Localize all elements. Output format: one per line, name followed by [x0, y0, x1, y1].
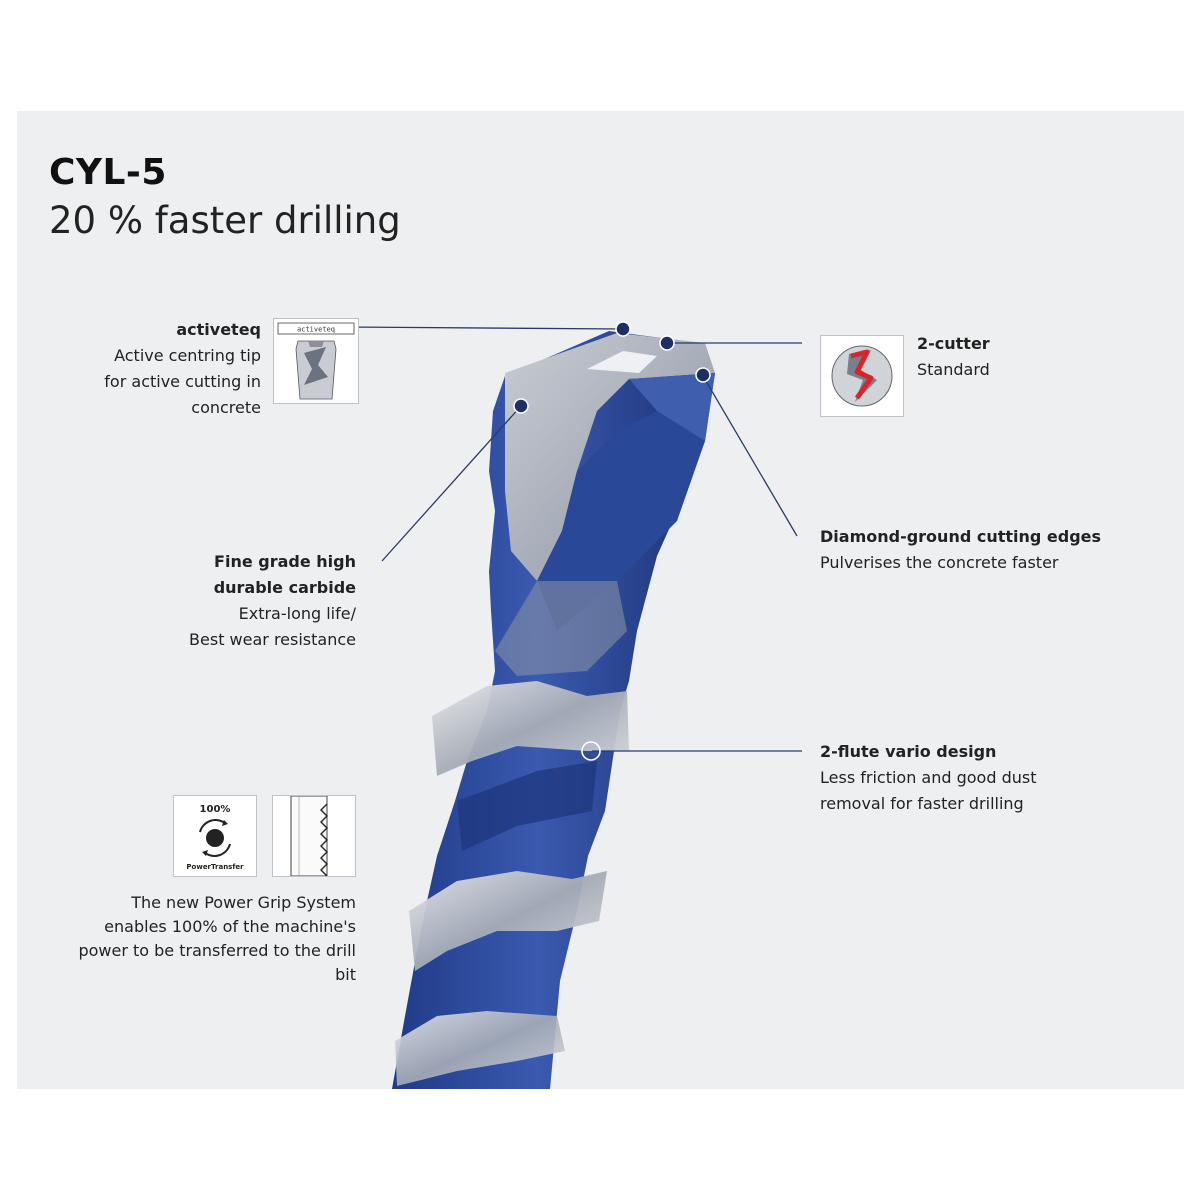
diamond-callout-line — [702, 375, 798, 537]
diamond-text: Diamond-ground cutting edges Pulverises … — [820, 524, 1101, 576]
svg-text:PowerTransfer: PowerTransfer — [186, 863, 244, 871]
2-cutter-icon — [820, 335, 904, 417]
svg-text:100%: 100% — [200, 804, 231, 815]
flute-callout-dot — [581, 741, 601, 761]
diamond-title: Diamond-ground cutting edges — [820, 527, 1102, 546]
diamond-callout-dot — [695, 367, 711, 383]
activeteq-callout-dot — [615, 321, 631, 337]
product-panel: CYL-5 20 % faster drilling activeteq Act… — [17, 111, 1184, 1089]
carbide-callout-dot — [513, 398, 529, 414]
power-grip-text: The new Power Grip System enables 100% o… — [78, 893, 356, 984]
grip-shank-icon — [272, 795, 356, 877]
activeteq-callout-line — [341, 326, 624, 330]
cutter-text: 2-cutter Standard — [917, 331, 990, 383]
carbide-callout-line — [381, 405, 522, 562]
cutter-callout-dot — [659, 335, 675, 351]
drill-bit-illustration — [341, 321, 802, 1089]
activeteq-tip-icon: activeteq — [273, 318, 359, 404]
activeteq-title: activeteq — [176, 320, 261, 339]
svg-text:activeteq: activeteq — [297, 326, 335, 334]
flute-spiral — [432, 681, 629, 776]
activeteq-text: activeteq Active centring tip for active… — [104, 317, 261, 421]
flute-title: 2-flute vario design — [820, 742, 997, 761]
product-subtitle: 20 % faster drilling — [49, 199, 401, 242]
carbide-head — [505, 333, 715, 581]
flute-text: 2-flute vario design Less friction and g… — [820, 739, 1037, 817]
cutter-title: 2-cutter — [917, 334, 990, 353]
product-title: CYL-5 — [49, 152, 167, 193]
power-transfer-icon: 100% PowerTransfer — [173, 795, 257, 877]
carbide-text: Fine grade high durable carbide Extra-lo… — [189, 552, 356, 649]
